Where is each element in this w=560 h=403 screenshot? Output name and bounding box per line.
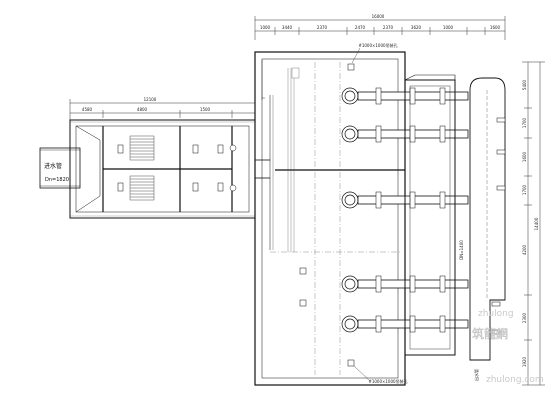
bar-screen-top	[129, 135, 155, 161]
right-dim-7: 1920	[522, 356, 527, 367]
hoisting-opening-markers	[299, 63, 355, 367]
right-dim-4: 1700	[522, 184, 527, 195]
inlet-pipe	[39, 147, 81, 189]
top-total-dimension: 16000	[372, 14, 385, 19]
wet-well	[254, 51, 406, 386]
top-dim-7: 1000	[443, 25, 454, 30]
top-dim-4: 2470	[355, 25, 366, 30]
top-dim-3: 2370	[317, 25, 328, 30]
hoisting-opening-callout-top: #1000×1000吊装孔	[358, 42, 397, 48]
left-dimension-chain	[69, 99, 256, 120]
watermark-brand: zhulong	[478, 309, 514, 319]
left-dim-2: 4800	[137, 107, 148, 112]
inlet-pipe-label: 进水管	[44, 162, 62, 170]
gate-markers	[117, 144, 237, 192]
top-dim-8: 1600	[490, 25, 501, 30]
callout-leader-top	[351, 47, 361, 64]
top-dim-5: 2370	[383, 25, 394, 30]
top-dimension-chain	[254, 16, 506, 40]
pump-units	[341, 87, 359, 333]
watermark: zhulong 筑龍網 zhulong.com	[472, 309, 544, 385]
watermark-cn: 筑龍網	[472, 326, 508, 341]
right-dimension-chain	[522, 61, 545, 386]
wet-well-centerlines	[270, 62, 400, 375]
right-total-dimension: 14400	[534, 217, 539, 230]
bar-screen-bottom	[129, 175, 155, 201]
header-pipe-dn-label: DN=1400	[459, 240, 464, 260]
left-dim-1: 4580	[82, 107, 93, 112]
inlet-channel	[69, 119, 256, 219]
wet-well-screen	[287, 67, 300, 252]
right-dim-1: 5400	[522, 79, 527, 90]
left-total-dimension: 12100	[144, 97, 157, 102]
right-dim-3: 1600	[522, 151, 527, 162]
right-dim-5: 4200	[522, 244, 527, 255]
outlet-header-pipe	[469, 77, 506, 361]
top-dim-2: 3440	[282, 25, 293, 30]
watermark-url: zhulong.com	[486, 375, 544, 385]
top-dim-1: 1000	[260, 25, 271, 30]
outlet-header-flanges	[491, 117, 506, 335]
hoisting-opening-callout-bottom: #1000×1000吊装孔	[368, 378, 407, 384]
right-dim-6: 2300	[522, 312, 527, 323]
pipe-valves	[375, 87, 446, 333]
left-dim-3: 1500	[200, 107, 211, 112]
inlet-pipe-diameter: Dn=1820	[45, 177, 69, 183]
connecting-passage	[255, 159, 270, 179]
callout-leader-bottom	[353, 365, 371, 382]
inlet-channel-hatching	[70, 121, 255, 217]
valve-chamber	[404, 74, 456, 356]
outlet-pipe-label: 出水管	[473, 369, 479, 381]
top-dim-6: 3620	[411, 25, 422, 30]
right-dim-2: 1700	[522, 117, 527, 128]
